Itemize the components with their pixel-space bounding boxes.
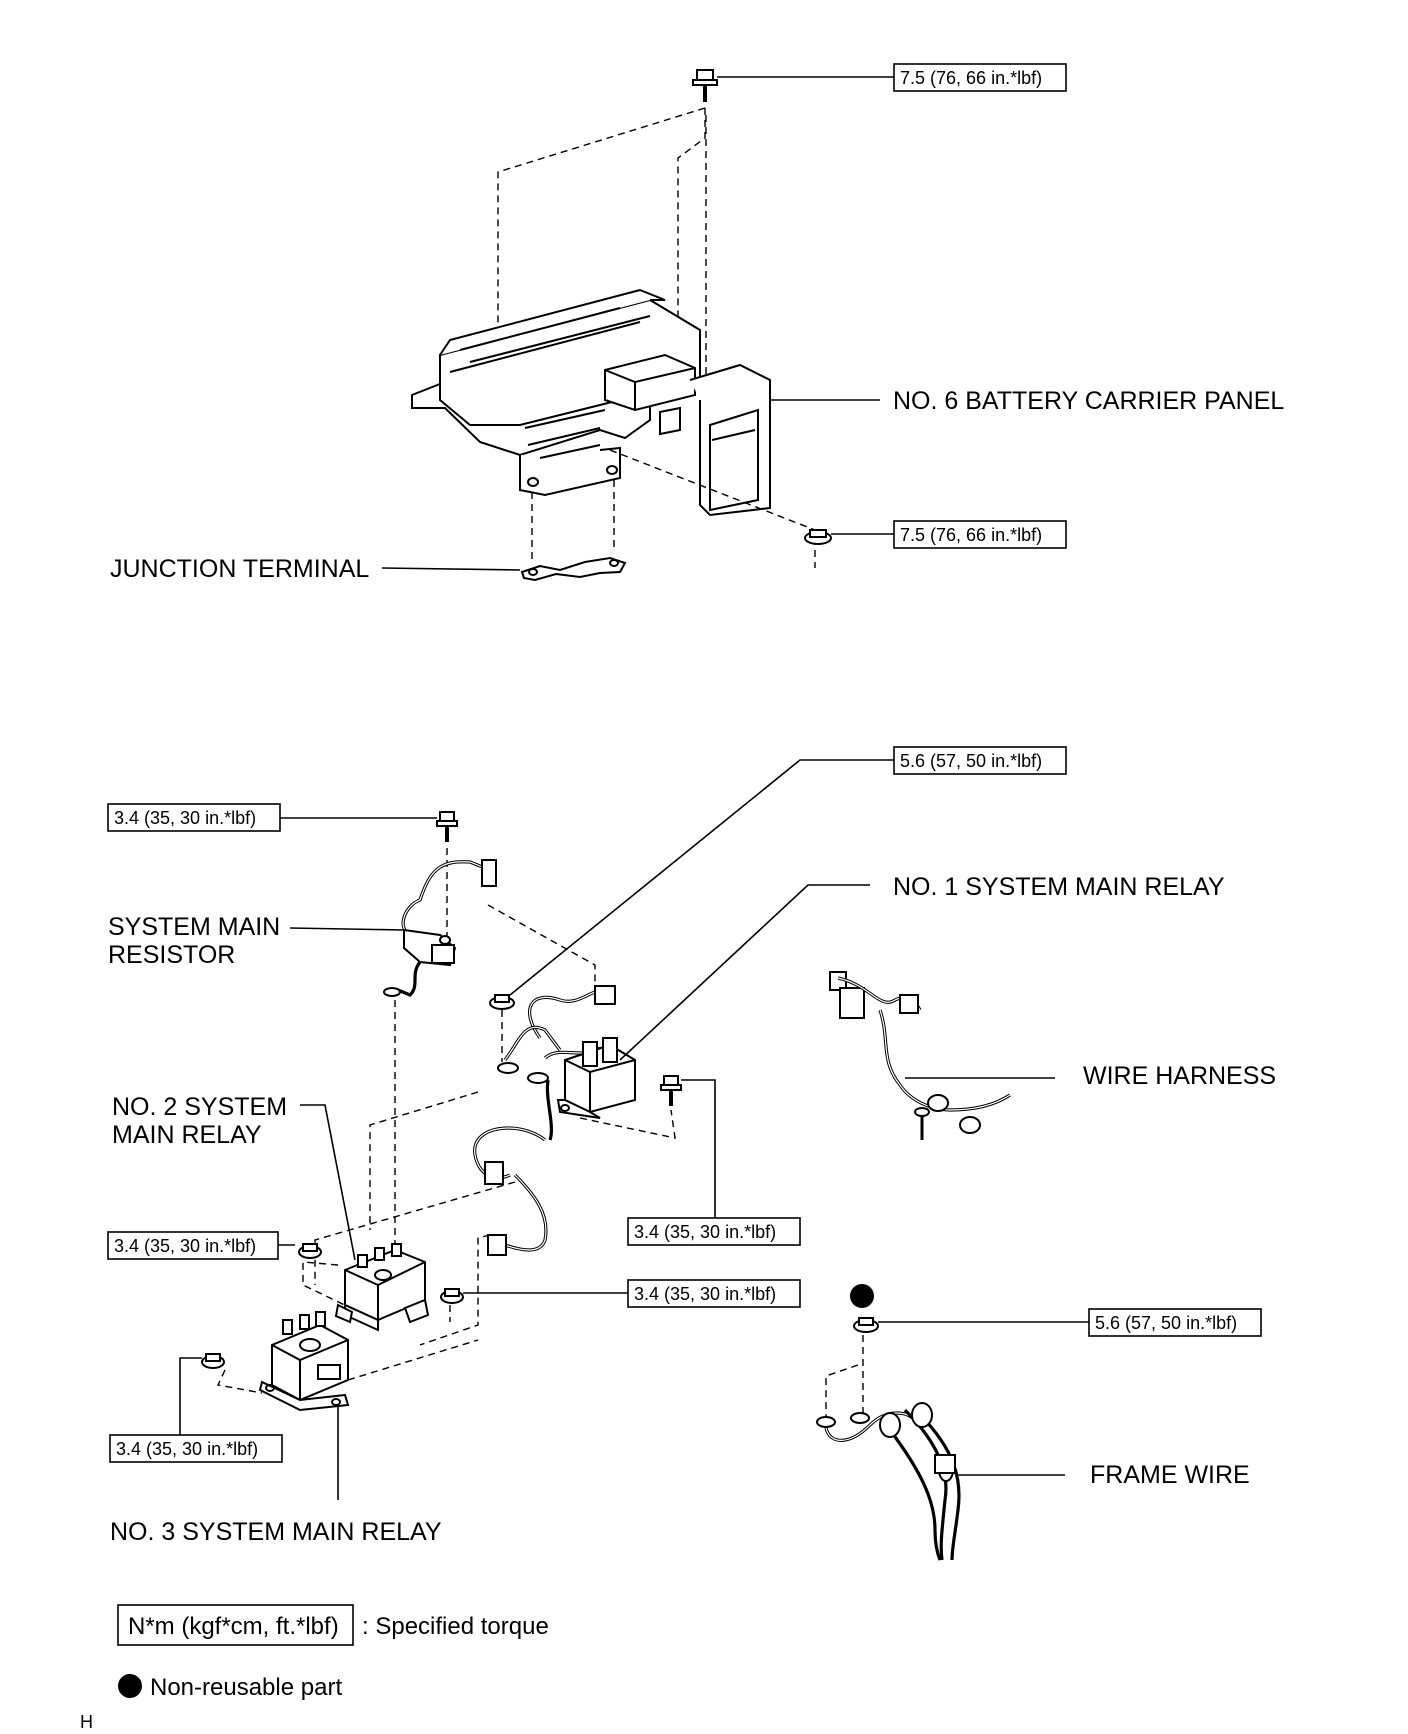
label-junction-terminal: JUNCTION TERMINAL — [110, 555, 369, 583]
torque-box-relay2-right-nut: 3.4 (35, 30 in.*lbf) — [627, 1279, 801, 1308]
torque-box-relay3-nut: 3.4 (35, 30 in.*lbf) — [109, 1434, 283, 1463]
panel-nut-icon — [804, 529, 832, 545]
label-wire-harness: WIRE HARNESS — [1083, 1062, 1276, 1090]
torque-frame-nut: 5.6 (57, 50 in.*lbf) — [1095, 1313, 1237, 1333]
legend-torque-box-text: N*m (kgf*cm, ft.*lbf) — [128, 1613, 339, 1640]
legend-nonreusable-text: Non-reusable part — [150, 1674, 342, 1701]
torque-relay1-nut: 5.6 (57, 50 in.*lbf) — [900, 751, 1042, 771]
no2-system-main-relay — [334, 1243, 430, 1332]
relay2-right-nut-icon — [440, 1288, 464, 1304]
legend-torque-text: : Specified torque — [362, 1613, 549, 1640]
wire-harness-part — [829, 971, 1011, 1140]
label-no2-relay-line2: MAIN RELAY — [112, 1121, 262, 1149]
label-resistor-line1: SYSTEM MAIN — [108, 913, 280, 941]
torque-relay2-right-nut: 3.4 (35, 30 in.*lbf) — [634, 1284, 776, 1304]
torque-box-relay1-bolt: 3.4 (35, 30 in.*lbf) — [627, 1217, 801, 1246]
relay2-left-nut-icon — [298, 1243, 322, 1259]
nonreusable-marker-icon — [850, 1284, 874, 1308]
torque-box-top-bolt: 7.5 (76, 66 in.*lbf) — [893, 63, 1067, 92]
legend-nonreusable-icon — [118, 1674, 142, 1698]
label-no2-relay-line1: NO. 2 SYSTEM — [112, 1093, 287, 1121]
footer-code: H — [80, 1712, 93, 1732]
frame-nut-icon — [853, 1317, 879, 1333]
torque-box-relay1-nut: 5.6 (57, 50 in.*lbf) — [893, 746, 1067, 775]
torque-box-relay2-left-nut: 3.4 (35, 30 in.*lbf) — [107, 1231, 279, 1260]
legend-nonreusable: Non-reusable part — [118, 1674, 342, 1701]
torque-box-panel-nut: 7.5 (76, 66 in.*lbf) — [893, 520, 1067, 549]
frame-wire-part — [816, 1402, 961, 1561]
torque-relay3-nut: 3.4 (35, 30 in.*lbf) — [116, 1439, 258, 1459]
junction-terminal-part — [520, 556, 627, 582]
battery-carrier-panel — [411, 288, 771, 517]
label-battery-carrier-panel: NO. 6 BATTERY CARRIER PANEL — [893, 387, 1284, 415]
torque-panel-nut: 7.5 (76, 66 in.*lbf) — [900, 525, 1042, 545]
torque-box-frame-nut: 5.6 (57, 50 in.*lbf) — [1088, 1308, 1262, 1337]
relay3-nut-icon — [201, 1353, 225, 1369]
label-no3-relay: NO. 3 SYSTEM MAIN RELAY — [110, 1518, 442, 1546]
legend-torque: N*m (kgf*cm, ft.*lbf) : Specified torque — [117, 1604, 549, 1646]
torque-relay1-bolt: 3.4 (35, 30 in.*lbf) — [634, 1222, 776, 1242]
system-main-resistor — [383, 859, 497, 997]
top-bolt-icon — [692, 69, 718, 102]
torque-relay2-left-nut: 3.4 (35, 30 in.*lbf) — [114, 1236, 256, 1256]
torque-top-bolt: 7.5 (76, 66 in.*lbf) — [900, 68, 1042, 88]
label-no1-relay: NO. 1 SYSTEM MAIN RELAY — [893, 873, 1225, 901]
torque-box-resistor-bolt: 3.4 (35, 30 in.*lbf) — [107, 803, 281, 832]
torque-resistor-bolt: 3.4 (35, 30 in.*lbf) — [114, 808, 256, 828]
relay1-nut-icon — [489, 994, 515, 1010]
label-frame-wire: FRAME WIRE — [1090, 1461, 1250, 1489]
label-resistor-line2: RESISTOR — [108, 941, 235, 969]
resistor-bolt-icon — [436, 811, 458, 842]
relay1-bolt-icon — [660, 1075, 682, 1106]
no1-system-main-relay — [473, 985, 636, 1256]
no3-system-main-relay — [258, 1311, 350, 1412]
